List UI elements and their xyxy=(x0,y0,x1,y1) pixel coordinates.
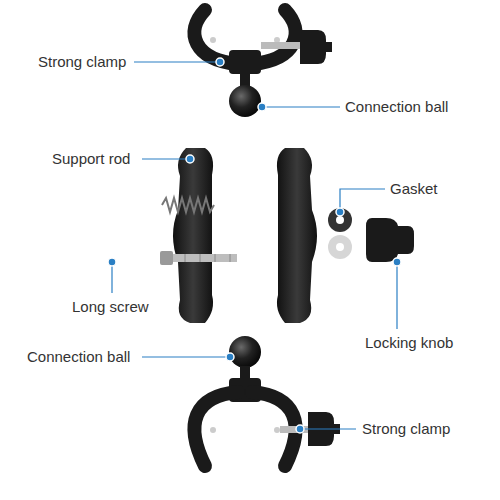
part-label: Connection ball xyxy=(27,348,130,366)
knob-figure xyxy=(366,218,414,262)
leader-lines xyxy=(112,62,397,429)
support-rod-figure xyxy=(173,148,317,323)
gasket-figure xyxy=(328,208,352,259)
part-label: Support rod xyxy=(52,150,130,168)
clamp-figure xyxy=(194,336,340,466)
part-label: Locking knob xyxy=(365,334,453,352)
part-label: Strong clamp xyxy=(362,420,450,438)
part-label: Strong clamp xyxy=(38,53,126,71)
part-label: Gasket xyxy=(390,180,438,198)
part-label: Connection ball xyxy=(345,98,448,116)
screw-figure xyxy=(160,251,237,265)
clamp-figure xyxy=(194,10,332,117)
spring-figure xyxy=(162,198,214,212)
part-label: Long screw xyxy=(72,298,149,316)
